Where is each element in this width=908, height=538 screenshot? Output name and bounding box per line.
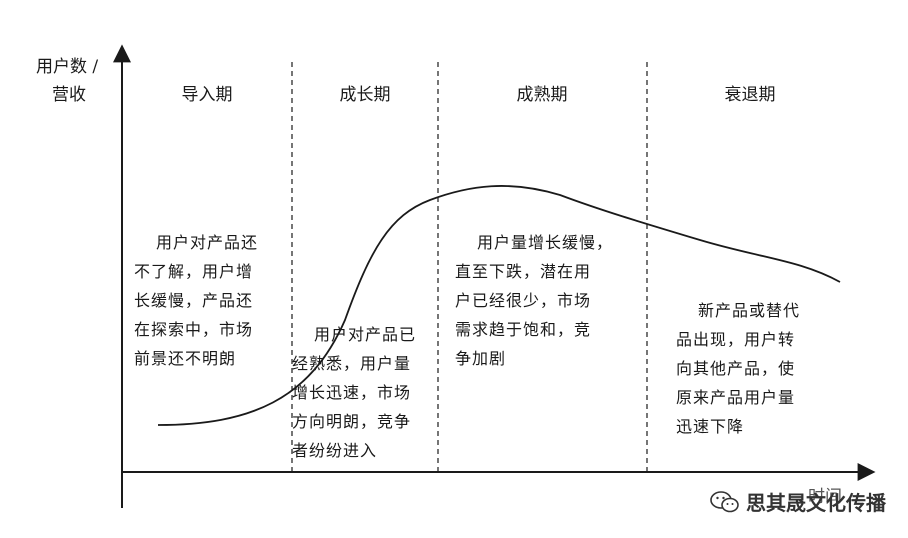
description-line: 不了解，用户增	[134, 262, 254, 281]
description-line: 需求趋于饱和，竞	[455, 320, 592, 339]
phase-title-maturity: 成熟期	[516, 85, 568, 105]
description-line: 增长迅速，市场	[292, 383, 412, 402]
description-line: 用户对产品已	[314, 325, 417, 344]
y-axis-label-line-2: 营收	[52, 85, 86, 105]
phase-title-intro: 导入期	[181, 85, 233, 105]
lifecycle-curve	[157, 185, 841, 426]
description-line: 原来产品用户量	[676, 388, 796, 407]
phase-title-decline: 衰退期	[724, 85, 776, 105]
description-line: 者纷纷进入	[292, 441, 378, 460]
phase-description-growth: 用户对产品已 经熟悉，用户量 增长迅速，市场 方向明朗，竞争 者纷纷进入	[292, 320, 416, 465]
phase-description-intro: 用户对产品还 不了解，用户增 长缓慢，产品还 在探索中，市场 前景还不明朗	[134, 228, 258, 373]
x-axis-label: 时间	[808, 487, 842, 507]
watermark: 思其晟文化传播	[710, 487, 886, 516]
description-line: 争加剧	[455, 349, 507, 368]
description-line: 经熟悉，用户量	[292, 354, 412, 373]
wechat-icon	[710, 490, 739, 512]
description-line: 在探索中，市场	[134, 320, 254, 339]
phase-description-decline: 新产品或替代 品出现，用户转 向其他产品，使 原来产品用户量 迅速下降	[676, 296, 800, 441]
description-line: 用户量增长缓慢，	[477, 233, 614, 252]
description-line: 前景还不明朗	[134, 349, 237, 368]
description-line: 方向明朗，竞争	[292, 412, 412, 431]
description-line: 长缓慢，产品还	[134, 291, 254, 310]
description-line: 新产品或替代	[698, 301, 801, 320]
description-line: 向其他产品，使	[676, 359, 796, 378]
description-line: 户已经很少，市场	[455, 291, 592, 310]
y-axis-label-line-1: 用户数 /	[36, 57, 99, 77]
description-line: 品出现，用户转	[676, 330, 796, 349]
watermark-text: 思其晟文化传播	[746, 491, 886, 515]
description-line: 直至下跌，潜在用	[455, 262, 592, 281]
phase-title-growth: 成长期	[339, 85, 391, 105]
phase-description-maturity: 用户量增长缓慢， 直至下跌，潜在用 户已经很少，市场 需求趋于饱和，竞 争加剧	[455, 228, 613, 373]
description-line: 用户对产品还	[156, 233, 259, 252]
description-line: 迅速下降	[676, 417, 745, 436]
